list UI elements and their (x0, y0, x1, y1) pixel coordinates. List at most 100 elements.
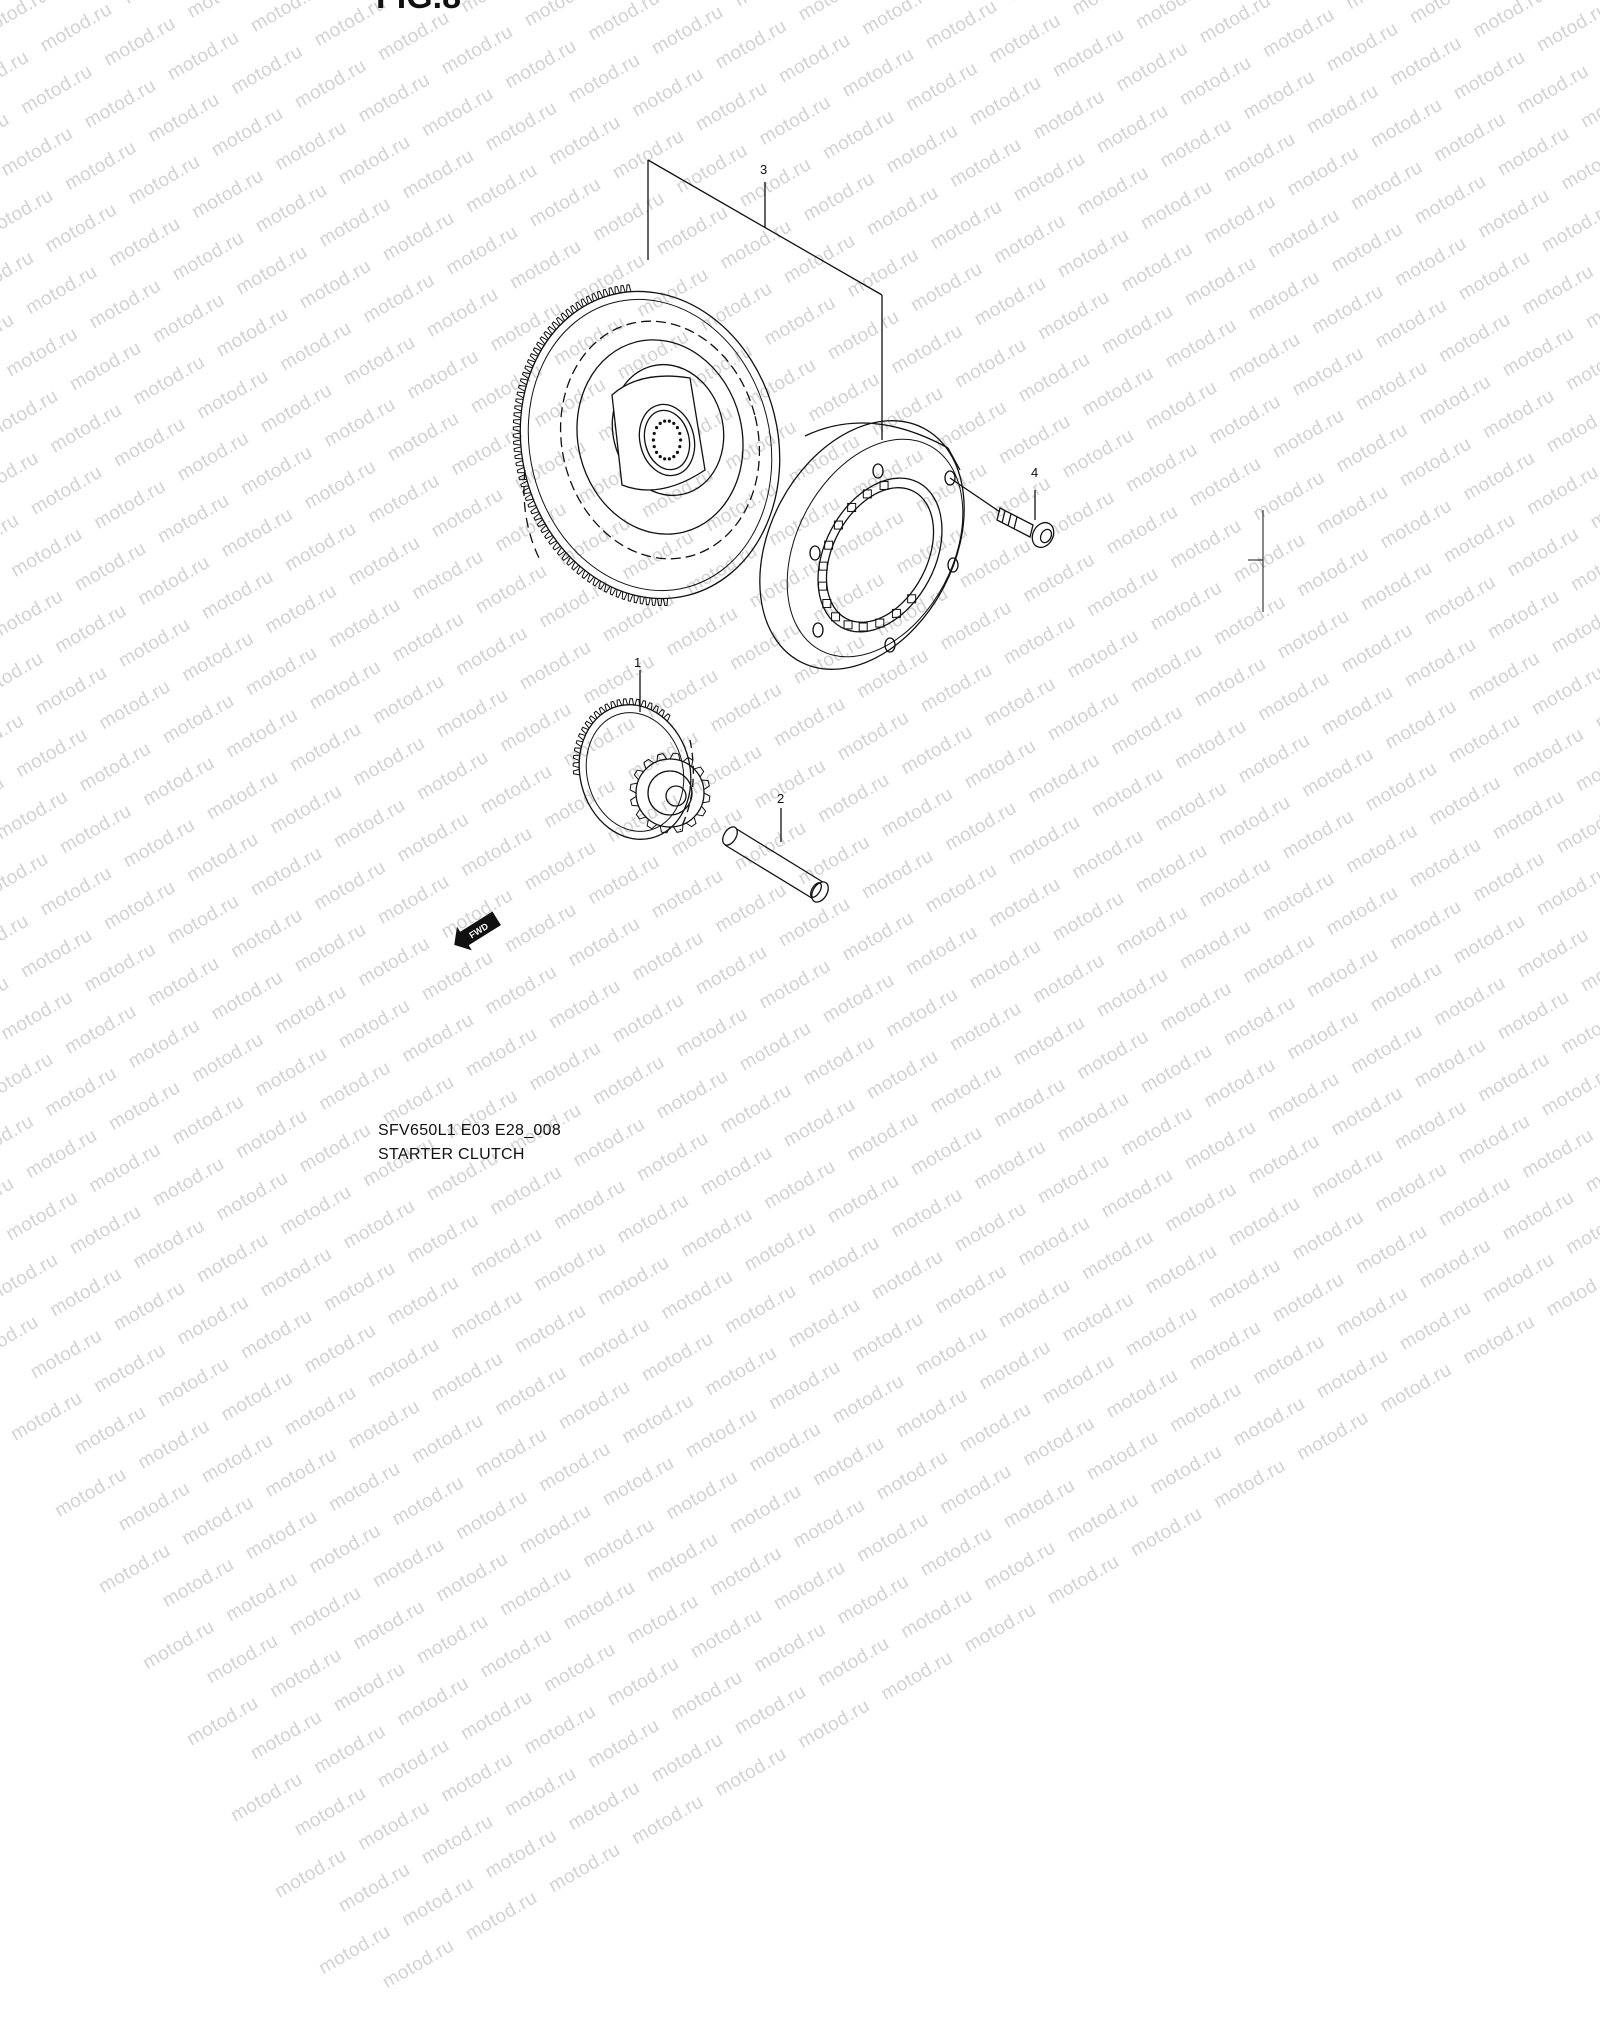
watermark-text: motod.ru (1102, 1364, 1182, 1423)
gear-tooth (581, 570, 590, 580)
callout-4: 4 (1031, 465, 1038, 480)
watermark-text: motod.ru (657, 1266, 737, 1324)
watermark-text: motod.ru (706, 1542, 786, 1601)
watermark-text: motod.ru (256, 1243, 336, 1302)
hub-spline-dot (663, 419, 667, 423)
watermark-text: motod.ru (809, 1432, 889, 1491)
watermark-text: motod.ru (1122, 1302, 1202, 1361)
watermark-text: motod.ru (721, 1280, 801, 1338)
gear-tooth (516, 467, 526, 474)
gear-tooth (626, 284, 632, 293)
watermark-text: motod.ru (936, 1460, 1016, 1519)
gear-tooth (560, 312, 569, 322)
watermark-text: motod.ru (344, 1396, 424, 1454)
watermark-text: motod.ru (1205, 1254, 1285, 1313)
watermark-text: motod.ru (892, 1384, 972, 1443)
gear-tooth (543, 330, 552, 340)
watermark-text: motod.ru (872, 1446, 952, 1505)
starter-idle-gear (572, 698, 711, 840)
gear-tooth (652, 705, 659, 714)
watermark-text: motod.ru (853, 1508, 933, 1567)
watermark-text: motod.ru (912, 1322, 991, 1381)
watermark-text: motod.ru (789, 1494, 869, 1553)
watermark-text: motod.ru (369, 1534, 449, 1593)
gear-tooth (570, 304, 578, 314)
gear-tooth (645, 597, 651, 606)
gear-tooth (588, 715, 597, 724)
gear-tooth (609, 586, 617, 596)
gear-tooth (592, 577, 600, 587)
watermark-text: motod.ru (1210, 1455, 1290, 1513)
hub-spline-dot (652, 431, 656, 436)
watermark-text: motod.ru (1039, 1350, 1119, 1409)
fwd-arrow-icon: FWD (454, 911, 501, 951)
gear-tooth (532, 347, 542, 356)
watermark-text: motod.ru (995, 1274, 1075, 1333)
watermark-text: motod.ru (183, 1692, 263, 1751)
gear-tooth (696, 805, 707, 817)
watermark-text: motod.ru (638, 1328, 718, 1386)
watermark-text: motod.ru (530, 1237, 610, 1296)
gear-tooth (628, 698, 635, 705)
watermark-text: motod.ru (848, 1308, 928, 1367)
watermark-text: motod.ru (564, 1777, 644, 1835)
gear-tooth (529, 353, 538, 361)
clutch-roller (833, 520, 843, 530)
watermark-text: motod.ru (457, 1686, 537, 1745)
gear-tooth (598, 580, 606, 590)
watermark-text: motod.ru (1562, 1201, 1600, 1259)
watermark-text: motod.ru (26, 1325, 106, 1384)
watermark-text: motod.ru (178, 1492, 258, 1550)
gear-tooth (524, 365, 533, 373)
clutch-roller (858, 622, 868, 632)
gear-tooth (608, 287, 615, 296)
gear-tooth (657, 708, 665, 717)
gear-tooth (514, 453, 523, 460)
watermark-text: motod.ru (828, 1370, 908, 1429)
gear-tooth (514, 405, 523, 412)
gear-tooth (516, 391, 525, 399)
watermark-text: motod.ru (599, 1452, 678, 1511)
watermark-text: motod.ru (804, 1232, 884, 1290)
gear-tooth (633, 595, 640, 604)
watermark-text: motod.ru (364, 1333, 444, 1392)
gear-tooth (602, 288, 609, 298)
watermark-text: motod.ru (1078, 1226, 1158, 1285)
watermark-text: motod.ru (481, 1825, 561, 1883)
gear-tooth (622, 698, 629, 706)
figure-name: STARTER CLUTCH (378, 1146, 525, 1163)
watermark-text: motod.ru (46, 1263, 126, 1322)
watermark-text: motod.ru (300, 1319, 380, 1378)
watermark-text: motod.ru (134, 1415, 214, 1474)
watermark-text: motod.ru (687, 1604, 766, 1663)
gear-tooth (682, 756, 694, 767)
gear-tooth (603, 584, 611, 593)
watermark-text: motod.ru (711, 1743, 791, 1801)
watermark-text: motod.ru (261, 1444, 341, 1502)
gear-tooth (633, 769, 644, 781)
gear-tooth (575, 301, 583, 311)
watermark-text: motod.ru (403, 1209, 483, 1268)
watermark-text: motod.ru (427, 1348, 507, 1406)
watermark-text: motod.ru (960, 1599, 1040, 1657)
gear-tooth (604, 703, 611, 712)
gear-tooth (518, 473, 527, 481)
watermark-text: motod.ru (1014, 1212, 1094, 1271)
gear-tooth (561, 552, 570, 562)
watermark-text: motod.ru (662, 1466, 742, 1525)
watermark-text: motod.ru (334, 1859, 414, 1917)
watermark-text: motod.ru (217, 1367, 297, 1426)
hub-spline-dot (652, 444, 656, 449)
watermark-text: motod.ru (731, 1681, 810, 1739)
gear-tooth (640, 699, 647, 708)
watermark-text: motod.ru (868, 1246, 947, 1305)
watermark-text: motod.ru (432, 1548, 512, 1607)
gear-tooth (610, 700, 617, 709)
watermark-text: motod.ru (579, 1514, 659, 1573)
watermark-text: motod.ru (202, 1630, 282, 1689)
watermark-text: motod.ru (496, 1562, 576, 1621)
figure-title: FIG.8 (376, 0, 461, 17)
gear-tooth (701, 779, 710, 791)
idle-gear-shaft (722, 826, 829, 903)
watermark-text: motod.ru (545, 1839, 625, 1897)
